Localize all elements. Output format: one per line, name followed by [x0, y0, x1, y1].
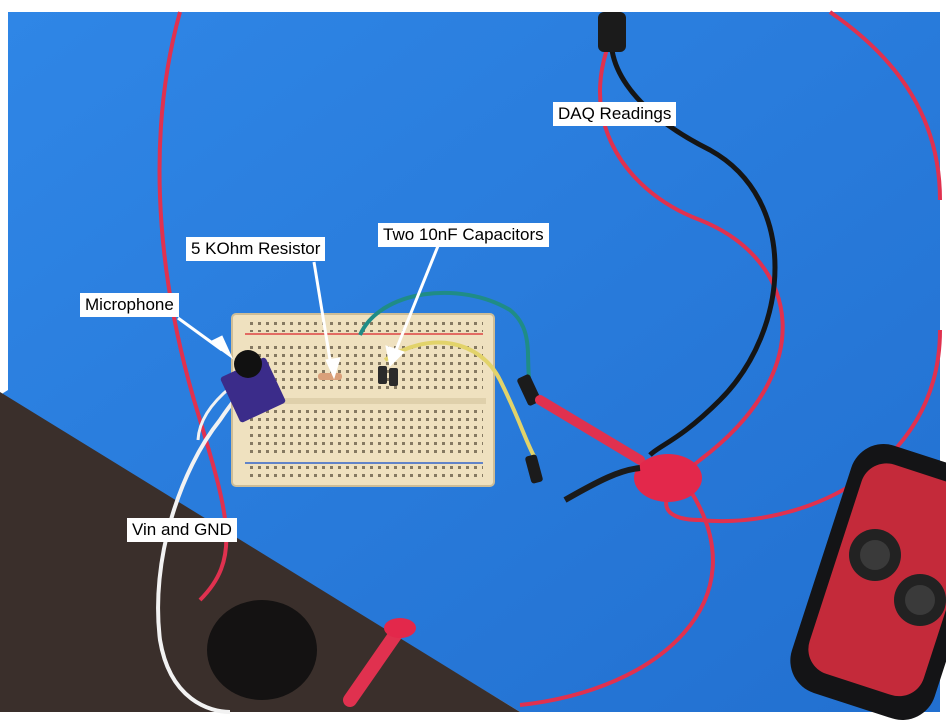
- yellow-wire: [383, 340, 537, 459]
- arrow-resistor: [312, 261, 334, 373]
- label-daq-readings: DAQ Readings: [553, 102, 677, 126]
- shoe: [207, 600, 317, 700]
- label-microphone: Microphone: [80, 293, 179, 317]
- capacitor: [389, 368, 398, 386]
- red-cable-far-right: [828, 10, 942, 201]
- phone: [790, 444, 946, 720]
- arrow-capacitors-head: [385, 345, 405, 368]
- arrow-capacitors: [394, 245, 440, 351]
- black-connector-top: [598, 12, 626, 52]
- red-clip-bottom: [343, 618, 416, 707]
- microphone-module: [220, 350, 286, 423]
- black-cable: [608, 19, 778, 457]
- red-cable-bottom: [519, 488, 715, 707]
- arrow-microphone-head: [209, 335, 234, 360]
- label-capacitors: Two 10nF Capacitors: [378, 223, 549, 247]
- breadboard: [231, 313, 495, 487]
- resistor: [318, 373, 342, 380]
- arrow-resistor-head: [325, 357, 341, 380]
- teal-wire: [358, 290, 532, 386]
- label-resistor: 5 KOhm Resistor: [186, 237, 326, 261]
- capacitor: [378, 366, 387, 384]
- yellow-pin: [525, 454, 543, 484]
- label-vin-gnd: Vin and GND: [127, 518, 237, 542]
- teal-pin: [517, 374, 541, 406]
- red-cable-top: [157, 11, 229, 602]
- red-probe-clip: [535, 395, 702, 503]
- red-cable-right-loop: [598, 19, 942, 523]
